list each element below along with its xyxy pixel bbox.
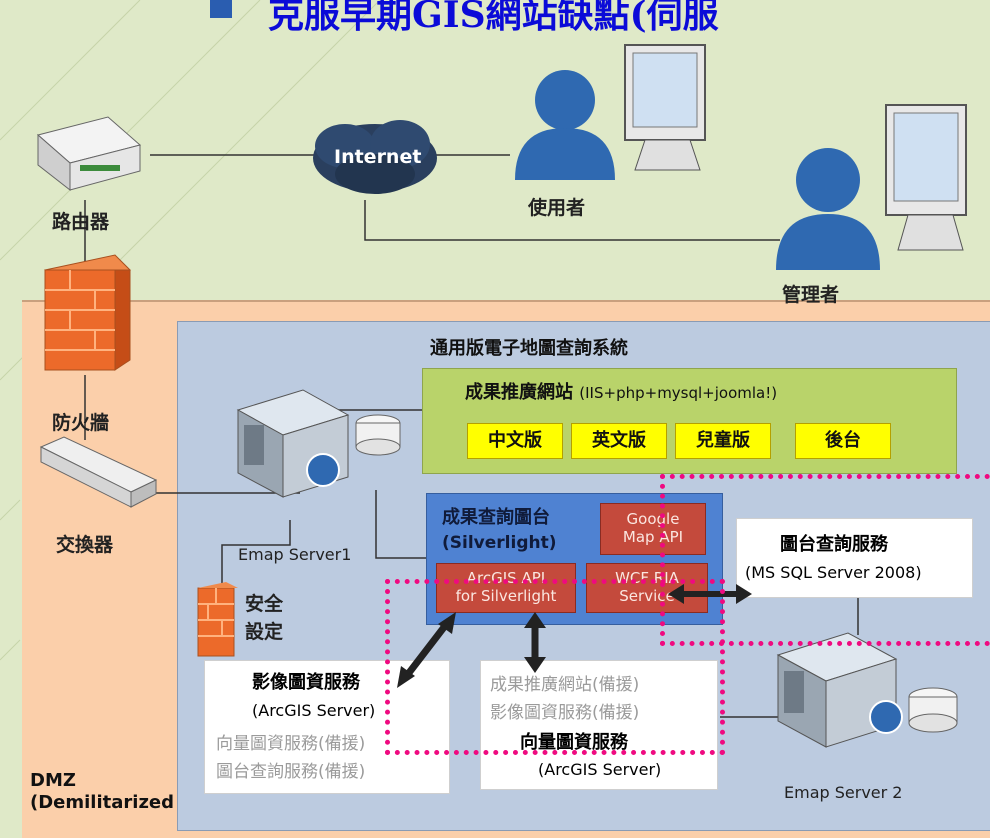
map-query-service-title: 圖台查詢服務 (780, 534, 888, 555)
arcgis-vector-double-arrow (524, 612, 546, 673)
promo-site-heading: 成果推廣網站 (IIS+php+mysql+joomla!) (465, 378, 777, 404)
query-platform-subtitle: (Silverlight) (442, 533, 557, 553)
vector-service-subtitle: (ArcGIS Server) (538, 760, 662, 779)
dmz-label-line1: DMZ (30, 770, 76, 791)
system-title: 通用版電子地圖查詢系統 (430, 338, 628, 359)
backend-button[interactable]: 後台 (795, 423, 891, 459)
chinese-version-button[interactable]: 中文版 (467, 423, 563, 459)
vector-service-box (480, 660, 718, 790)
switch-label: 交換器 (56, 534, 114, 556)
internet-cloud-icon (313, 120, 437, 194)
promo-site-title: 成果推廣網站 (465, 382, 573, 403)
arcgis-imagery-double-arrow (397, 612, 456, 688)
user-label: 使用者 (528, 197, 586, 219)
firewall-label: 防火牆 (52, 412, 110, 434)
imagery-service-backup1: 向量圖資服務(備援) (216, 734, 366, 754)
promo-site-stack: (IIS+php+mysql+joomla!) (579, 384, 778, 402)
google-map-api-line1: Google (626, 510, 680, 528)
router-icon (36, 116, 142, 192)
page-title: 克服早期GIS網站缺點(伺服 (268, 0, 719, 36)
internet-label: Internet (334, 146, 422, 168)
imagery-service-backup2: 圖台查詢服務(備援) (216, 762, 366, 782)
children-version-button[interactable]: 兒童版 (675, 423, 771, 459)
imagery-service-subtitle: (ArcGIS Server) (252, 701, 376, 720)
arcgis-api-box: ArcGIS API for Silverlight (436, 563, 576, 613)
firewall-icon (43, 254, 132, 371)
highlight-box-left (385, 579, 725, 755)
vector-service-backup2: 影像圖資服務(備援) (490, 703, 640, 723)
vector-service-title: 向量圖資服務 (520, 732, 628, 753)
map-query-service-subtitle: (MS SQL Server 2008) (745, 563, 922, 582)
emap-server1-label: Emap Server1 (238, 545, 352, 564)
wcf-query-double-arrow (668, 584, 752, 604)
map-query-service-box (736, 518, 973, 598)
security-label-line1: 安全 (245, 593, 284, 615)
imagery-service-box (204, 660, 450, 794)
emap-server1-icon (236, 389, 401, 498)
query-platform-title: 成果查詢圖台 (442, 507, 550, 528)
highlight-box-right (660, 474, 990, 646)
google-map-api-line2: Map API (622, 528, 684, 546)
imagery-service-title: 影像圖資服務 (252, 672, 360, 693)
arcgis-api-line2: for Silverlight (455, 587, 557, 605)
title-bullet (210, 0, 232, 18)
english-version-button[interactable]: 英文版 (571, 423, 667, 459)
switch-icon (39, 436, 158, 508)
admin-icon (776, 104, 967, 270)
security-label-line2: 設定 (245, 621, 284, 643)
security-label: 安全 設定 (245, 590, 283, 646)
admin-label: 管理者 (782, 284, 840, 306)
user-icon (515, 44, 706, 180)
vector-service-backup1: 成果推廣網站(備援) (490, 675, 640, 695)
emap-server2-label: Emap Server 2 (784, 783, 903, 802)
google-map-api-box: Google Map API (600, 503, 706, 555)
router-label: 路由器 (52, 211, 110, 233)
security-firewall-icon (197, 582, 238, 657)
